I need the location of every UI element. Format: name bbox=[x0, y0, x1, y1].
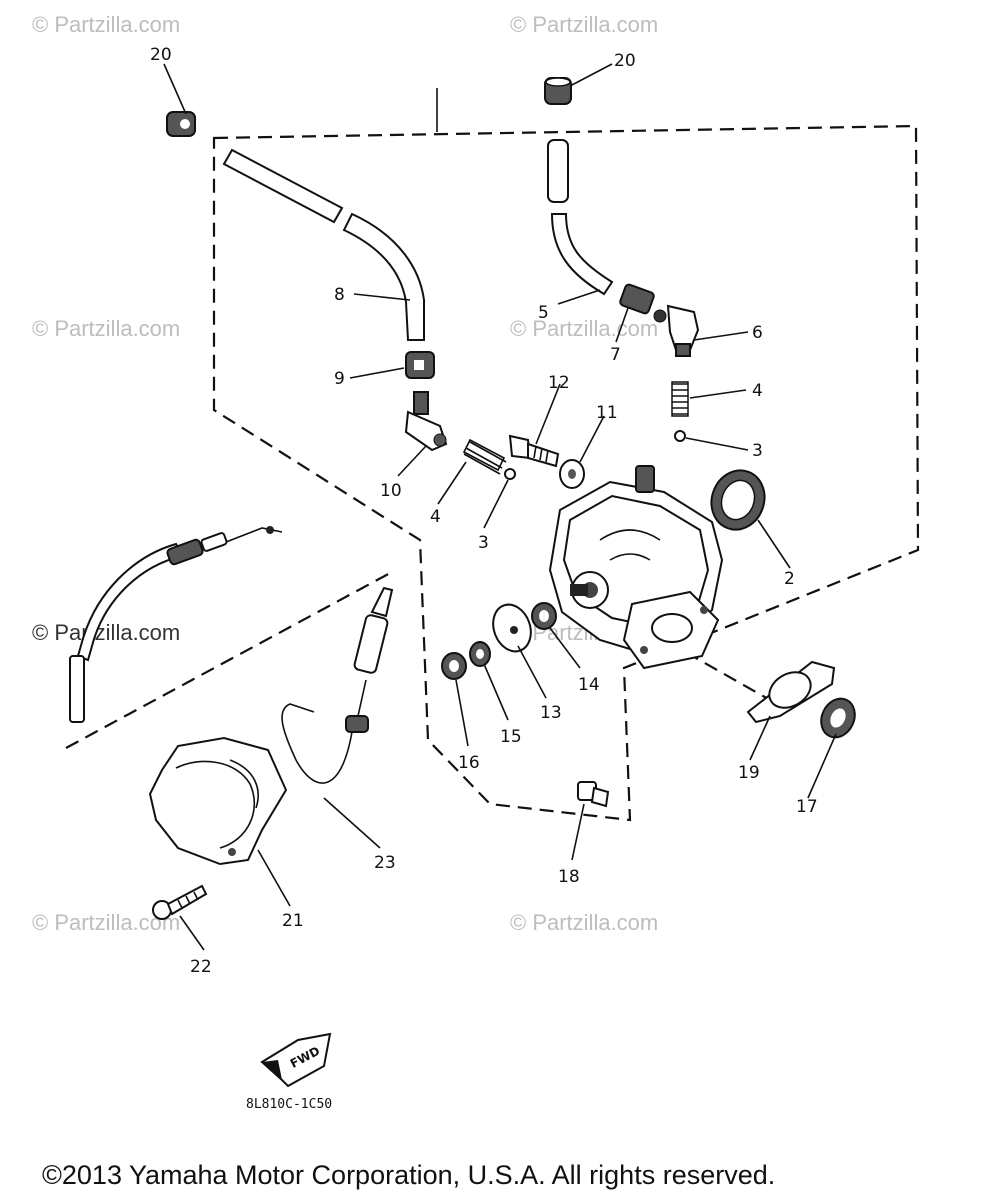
callout-17: 17 bbox=[796, 797, 818, 817]
callout-23: 23 bbox=[374, 853, 396, 873]
callout-13: 13 bbox=[540, 703, 562, 723]
part-8-hose bbox=[222, 148, 425, 341]
throttle-cable bbox=[69, 526, 283, 723]
callout-7: 7 bbox=[610, 345, 621, 365]
part-22-screw bbox=[152, 884, 208, 920]
part-3-ball-right bbox=[674, 430, 686, 442]
callout-5: 5 bbox=[538, 303, 549, 323]
watermark: © Partzilla.com bbox=[510, 12, 658, 37]
part-14-nut bbox=[531, 602, 557, 630]
part-13-gear bbox=[492, 603, 532, 653]
callout-15: 15 bbox=[500, 727, 522, 747]
part-15-washer bbox=[469, 641, 491, 667]
part-23-pump-cable bbox=[281, 586, 394, 784]
watermark: © Partzilla.com bbox=[32, 12, 180, 37]
part-4-spring-left bbox=[462, 438, 507, 475]
watermark: © Partzilla.com bbox=[510, 316, 658, 341]
callout-4-right: 4 bbox=[752, 381, 763, 401]
part-6-union bbox=[653, 304, 700, 357]
part-20-cap-left bbox=[166, 111, 196, 137]
fwd-arrow: FWD bbox=[260, 1032, 332, 1088]
callout-10: 10 bbox=[380, 481, 402, 501]
diagram-code: 8L810C-1C50 bbox=[246, 1097, 332, 1112]
watermark: © Partzilla.com bbox=[32, 316, 180, 341]
callout-6: 6 bbox=[752, 323, 763, 343]
callout-12: 12 bbox=[548, 373, 570, 393]
part-2-oil-seal bbox=[710, 469, 766, 531]
callout-22: 22 bbox=[190, 957, 212, 977]
part-19-gasket bbox=[746, 660, 836, 724]
callout-14: 14 bbox=[578, 675, 600, 695]
callout-21: 21 bbox=[282, 911, 304, 931]
callout-3-right: 3 bbox=[752, 441, 763, 461]
watermark: © Partzilla.com bbox=[510, 910, 658, 935]
callout-19: 19 bbox=[738, 763, 760, 783]
part-16-nut bbox=[441, 652, 467, 680]
part-11-washer bbox=[559, 459, 585, 489]
callout-9: 9 bbox=[334, 369, 345, 389]
callout-16: 16 bbox=[458, 753, 480, 773]
part-9-clamp bbox=[405, 351, 435, 379]
part-4-spring-right bbox=[671, 381, 689, 417]
oil-pump-assembly bbox=[548, 465, 724, 670]
part-7-clip bbox=[619, 283, 655, 315]
callout-20-left: 20 bbox=[150, 45, 172, 65]
leader-lines bbox=[163, 63, 837, 951]
callout-11: 11 bbox=[596, 403, 618, 423]
callout-4-left: 4 bbox=[430, 507, 441, 527]
part-5-hose bbox=[547, 139, 614, 296]
copyright-notice: ©2013 Yamaha Motor Corporation, U.S.A. A… bbox=[42, 1160, 775, 1190]
callouts: 20 20 8 9 10 4 3 5 7 6 4 3 12 11 2 14 13… bbox=[150, 45, 818, 977]
callout-2: 2 bbox=[784, 569, 795, 589]
callout-3-left: 3 bbox=[478, 533, 489, 553]
part-18-bolt bbox=[577, 781, 610, 808]
callout-8: 8 bbox=[334, 285, 345, 305]
part-10-union bbox=[404, 391, 448, 452]
watermark: © Partzilla.com bbox=[32, 620, 180, 645]
part-3-ball-left bbox=[504, 468, 516, 480]
part-20-cap-right bbox=[544, 77, 572, 105]
part-12-bolt bbox=[508, 434, 560, 468]
callout-18: 18 bbox=[558, 867, 580, 887]
part-21-pump-cover bbox=[148, 736, 288, 866]
part-17-seal bbox=[820, 697, 856, 739]
callout-20-right: 20 bbox=[614, 51, 636, 71]
